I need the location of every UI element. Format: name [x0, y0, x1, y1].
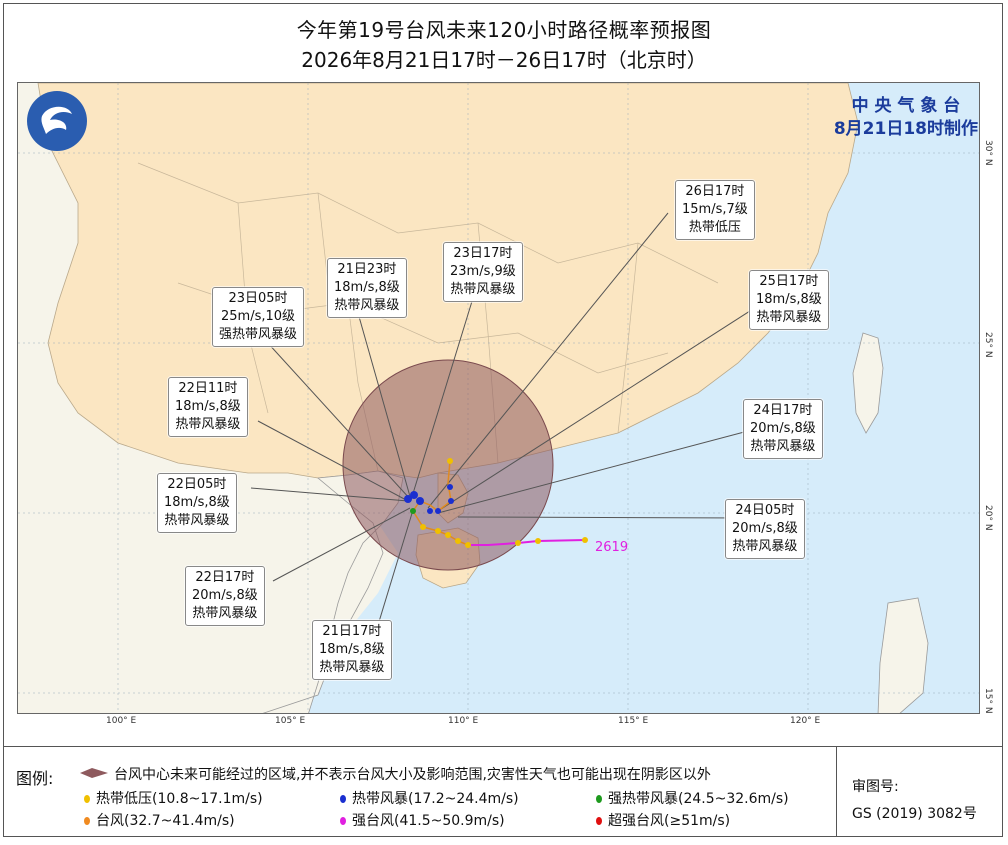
track-points [404, 458, 588, 548]
td-dot-icon [84, 795, 90, 803]
legend-title: 图例: [16, 769, 54, 788]
track-point [455, 538, 461, 544]
lat-tick: 15° N [983, 688, 993, 714]
storm-id-label: 2619 [595, 540, 629, 555]
track-point [515, 540, 521, 546]
lon-tick: 105° E [275, 716, 306, 726]
track-point [410, 491, 418, 499]
philippines-land [877, 597, 929, 713]
track-point [404, 495, 412, 503]
sts-dot-icon [596, 795, 602, 803]
lon-tick: 120° E [790, 716, 821, 726]
sty-dot-icon [340, 817, 346, 825]
agency-block: 中 央 气 象 台 8月21日18时制作 [834, 95, 978, 141]
ty-dot-icon [84, 817, 90, 825]
map-title: 今年第19号台风未来120小时路径概率预报图 [296, 18, 712, 42]
agency-name: 中 央 气 象 台 [851, 96, 961, 116]
lon-tick: 115° E [618, 716, 649, 726]
lat-tick: 20° N [983, 505, 993, 531]
track-point [435, 528, 441, 534]
lon-tick: 110° E [448, 716, 479, 726]
legend-item-ty: 台风(32.7~41.4m/s) [84, 810, 235, 830]
track-point [447, 458, 453, 464]
legend-divider [836, 747, 837, 836]
track-point [535, 538, 541, 544]
track-point [427, 508, 433, 514]
supty-dot-icon [596, 817, 602, 825]
map-subtitle: 2026年8月21日17时－26日17时（北京时） [301, 48, 707, 72]
track-point [448, 498, 454, 504]
legend-item-sts: 强热带风暴(24.5~32.6m/s) [596, 788, 789, 808]
track-point [445, 532, 451, 538]
probability-cone [342, 359, 554, 571]
legend-item-td: 热带低压(10.8~17.1m/s) [84, 788, 263, 808]
track-point [410, 508, 416, 514]
track-point [435, 508, 441, 514]
review-number-label: 审图号: [852, 779, 899, 795]
review-number-value: GS (2019) 3082号 [852, 806, 977, 822]
legend-panel: 图例: 台风中心未来可能经过的区域,并不表示台风大小及影响范围,灾害性天气也可能… [3, 746, 1003, 837]
cone-description: 台风中心未来可能经过的区域,并不表示台风大小及影响范围,灾害性天气也可能出现在阴… [114, 767, 711, 783]
leader-lines [250, 212, 779, 626]
track-point [465, 542, 471, 548]
made-time: 8月21日18时制作 [833, 119, 978, 139]
track-point [582, 537, 588, 543]
legend-item-ts: 热带风暴(17.2~24.4m/s) [340, 788, 519, 808]
track-point [447, 484, 453, 490]
lat-tick: 25° N [983, 332, 993, 358]
track-point [416, 497, 424, 505]
cma-logo-icon [27, 91, 87, 151]
map-canvas [18, 83, 979, 713]
legend-item-supty: 超强台风(≥51m/s) [596, 810, 730, 830]
ts-dot-icon [340, 795, 346, 803]
track-point [420, 524, 426, 530]
indochina-land [18, 83, 398, 713]
lon-tick: 100° E [106, 716, 137, 726]
legend-item-sty: 强台风(41.5~50.9m/s) [340, 810, 505, 830]
cone-swatch-icon [80, 768, 108, 778]
lat-tick: 30° N [983, 140, 993, 166]
forecast-map[interactable] [17, 82, 980, 714]
